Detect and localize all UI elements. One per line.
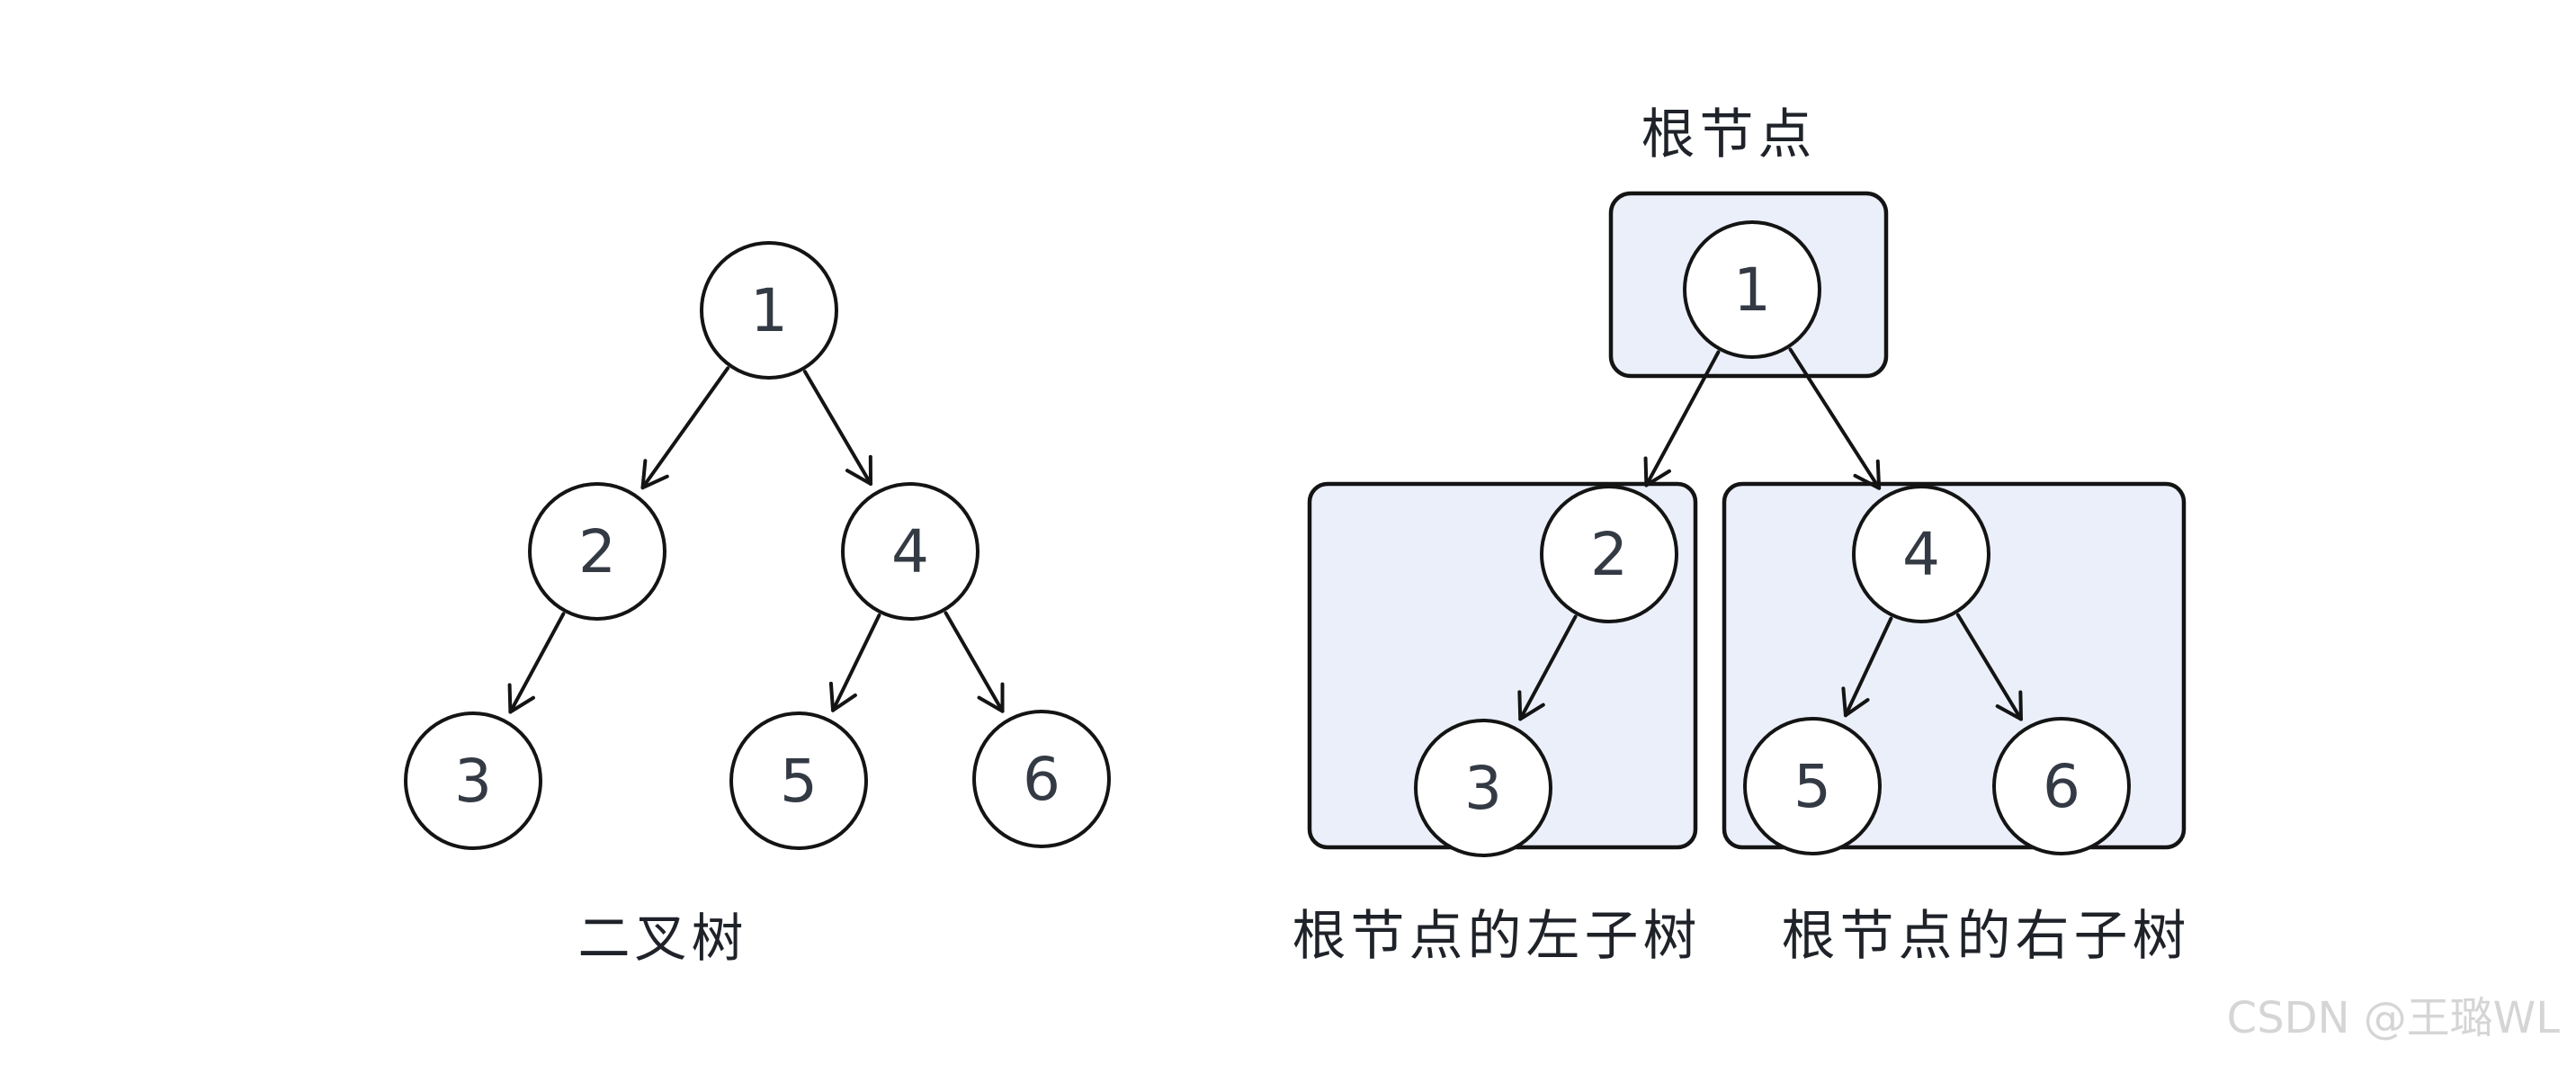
right-tree-edge-4-5: [1841, 616, 1893, 718]
left-tree-node-label-1: 1: [750, 276, 788, 345]
right-tree-node-circle-1: [1683, 220, 1821, 359]
root-node-label: 根节点: [1641, 103, 1817, 166]
left-tree-node-5: 5: [729, 711, 868, 850]
right-tree-node-4: 4: [1852, 485, 1990, 623]
right-subtree-caption: 根节点的右子树: [1781, 905, 2191, 968]
left-tree-edge-1-4: [802, 370, 873, 486]
left-tree-node-1: 1: [700, 241, 838, 380]
right-tree-node-label-1: 1: [1733, 255, 1771, 325]
right-tree-node-circle-4: [1852, 485, 1990, 623]
right-tree-node-label-5: 5: [1793, 752, 1831, 821]
left-subtree-caption: 根节点的左子树: [1292, 905, 1702, 968]
left-tree-node-4: 4: [841, 482, 979, 621]
right-tree-node-circle-3: [1414, 719, 1552, 857]
right-tree-edge-1-2: [1643, 350, 1721, 488]
right-tree-node-2: 2: [1540, 485, 1678, 623]
right-tree-edge-2-3: [1517, 614, 1578, 721]
left-tree-node-circle-4: [841, 482, 979, 621]
right-tree-node-label-6: 6: [2043, 752, 2080, 821]
left-tree-node-circle-2: [528, 482, 666, 621]
right-tree-node-label-2: 2: [1590, 520, 1628, 589]
right-tree-node-6: 6: [1992, 717, 2131, 855]
right-tree-node-1: 1: [1683, 220, 1821, 359]
left-tree-edge-1-2: [640, 366, 730, 490]
right-tree-edge-1-4: [1788, 347, 1882, 490]
left-tree-node-circle-5: [729, 711, 868, 850]
right-tree-edge-4-6: [1955, 613, 2023, 721]
left-tree-node-label-3: 3: [454, 747, 492, 816]
left-tree-node-circle-1: [700, 241, 838, 380]
csdn-watermark: CSDN @王璐WL: [2226, 993, 2560, 1043]
right-tree-node-circle-2: [1540, 485, 1678, 623]
left-tree-edge-4-6: [944, 611, 1005, 713]
binary-tree-caption: 二叉树: [577, 908, 748, 969]
left-tree-edge-4-5: [828, 613, 881, 712]
left-tree-node-circle-6: [972, 710, 1111, 848]
right-tree-node-circle-6: [1992, 717, 2131, 855]
right-tree-node-3: 3: [1414, 719, 1552, 857]
left-tree-node-2: 2: [528, 482, 666, 621]
left-tree-node-3: 3: [404, 711, 542, 850]
left-tree-node-label-4: 4: [891, 517, 929, 586]
left-tree-edge-2-3: [507, 612, 566, 714]
left-tree-node-label-6: 6: [1023, 745, 1060, 814]
left-tree-node-label-5: 5: [780, 747, 818, 816]
right-tree-node-5: 5: [1743, 717, 1882, 855]
left-tree-node-6: 6: [972, 710, 1111, 848]
left-tree-node-circle-3: [404, 711, 542, 850]
left-tree-node-label-2: 2: [578, 517, 616, 586]
right-tree-node-label-3: 3: [1464, 754, 1502, 823]
right-tree-node-circle-5: [1743, 717, 1882, 855]
right-tree-node-label-4: 4: [1902, 520, 1940, 589]
